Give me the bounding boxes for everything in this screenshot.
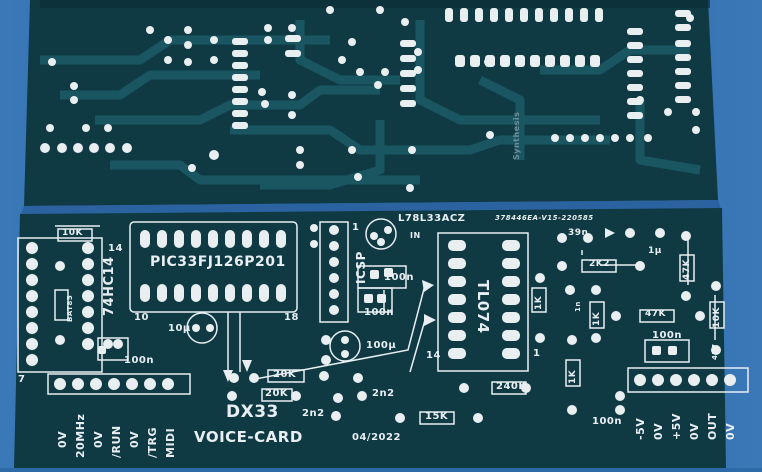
- mcu-pin18-label: 18: [284, 312, 299, 323]
- electrolytic-caps: [186, 218, 397, 362]
- capacitor-label: 39n: [568, 228, 589, 238]
- resistor-label: 240K: [496, 381, 527, 392]
- resistor-label: 1K: [568, 369, 578, 384]
- icsp-pads: [310, 224, 339, 315]
- bottom-board: [14, 208, 749, 468]
- header-pin-label: /TRG: [146, 426, 159, 458]
- mcu-pads: [140, 230, 286, 302]
- resistor-label: 4K7: [711, 343, 719, 360]
- icsp-pin1-label: 1: [352, 222, 360, 233]
- logic-ic-pin14-label: 14: [108, 243, 123, 254]
- header-pin-label: +5V: [670, 413, 683, 440]
- opamp-pads: [448, 240, 520, 359]
- resistor-label: 2K2: [589, 259, 610, 269]
- logic-ic-pads: [26, 242, 123, 366]
- bottom-board-substrate: [14, 208, 726, 468]
- header-pin-label: -5V: [634, 417, 647, 440]
- left-header-pads: [54, 378, 174, 390]
- resistor-label: 1K: [534, 295, 544, 310]
- passive-pads: [98, 228, 721, 423]
- diode-label: BAT85: [66, 294, 74, 322]
- right-header-pads: [634, 374, 736, 386]
- resistor-label: 47K: [682, 259, 692, 280]
- capacitor-label: 100n: [652, 330, 682, 341]
- mcu-label: PIC33FJ126P201: [150, 254, 286, 270]
- project-subtitle: VOICE-CARD: [194, 428, 303, 446]
- header-pin-label: OUT: [706, 412, 719, 440]
- capacitor-label: 2n2: [302, 408, 325, 419]
- header-pin-label: 20MHz: [74, 413, 87, 458]
- resistor-label: 15K: [425, 411, 449, 422]
- resistor-label: 10K: [712, 307, 722, 328]
- resistor-label: 47K: [645, 309, 666, 319]
- capacitor-label: 1µ: [648, 246, 662, 256]
- project-name: DX33: [226, 402, 279, 422]
- capacitor-label: 100n: [364, 307, 394, 318]
- header-pin-label: /RUN: [110, 425, 123, 458]
- opamp-pin1-label: 1: [533, 348, 541, 359]
- resistor-outlines: [57, 228, 725, 425]
- header-pin-label: 0V: [688, 422, 701, 440]
- bottom-board-silkscreen: [17, 221, 749, 395]
- capacitor-label: 10µ: [168, 323, 191, 334]
- capacitor-label: 100n: [124, 355, 154, 366]
- header-pin-label: MIDI: [164, 427, 177, 458]
- header-pin-label: 0V: [128, 430, 141, 448]
- resistor-label: 20K: [273, 369, 297, 380]
- opamp-label: TL074: [474, 280, 492, 334]
- top-board: [24, 0, 718, 206]
- icsp-label: ICSP: [354, 251, 368, 284]
- header-pin-label: 0V: [652, 422, 665, 440]
- header-pin-label: 0V: [92, 430, 105, 448]
- board-date: 04/2022: [352, 432, 401, 443]
- logic-ic-label: 74HC14: [102, 256, 117, 316]
- capacitor-label: 1n: [574, 301, 582, 312]
- capacitor-label: 100µ: [366, 340, 397, 351]
- logic-ic-pin7-label: 7: [18, 374, 26, 385]
- top-board-label: Synthesis: [512, 111, 521, 160]
- board-code: 378446EA-V15-220585: [495, 214, 594, 222]
- header-pin-label: 0V: [724, 422, 737, 440]
- resistor-label: 10K: [62, 228, 83, 238]
- resistor-label: 20K: [265, 388, 289, 399]
- top-board-ic-pads: [232, 8, 691, 129]
- regulator-label: L78L33ACZ: [398, 213, 466, 224]
- bottom-board-arrows: [223, 228, 615, 382]
- top-board-substrate: [24, 0, 718, 206]
- capacitor-label: 100n: [592, 416, 622, 427]
- opamp-pin14-label: 14: [426, 350, 441, 361]
- regulator-in-label: IN: [410, 231, 421, 240]
- mcu-pin10-label: 10: [134, 312, 149, 323]
- capacitor-label: 2n2: [372, 388, 395, 399]
- header-pin-label: 0V: [56, 430, 69, 448]
- capacitor-label: 100n: [384, 272, 414, 283]
- resistor-label: 1K: [592, 311, 602, 326]
